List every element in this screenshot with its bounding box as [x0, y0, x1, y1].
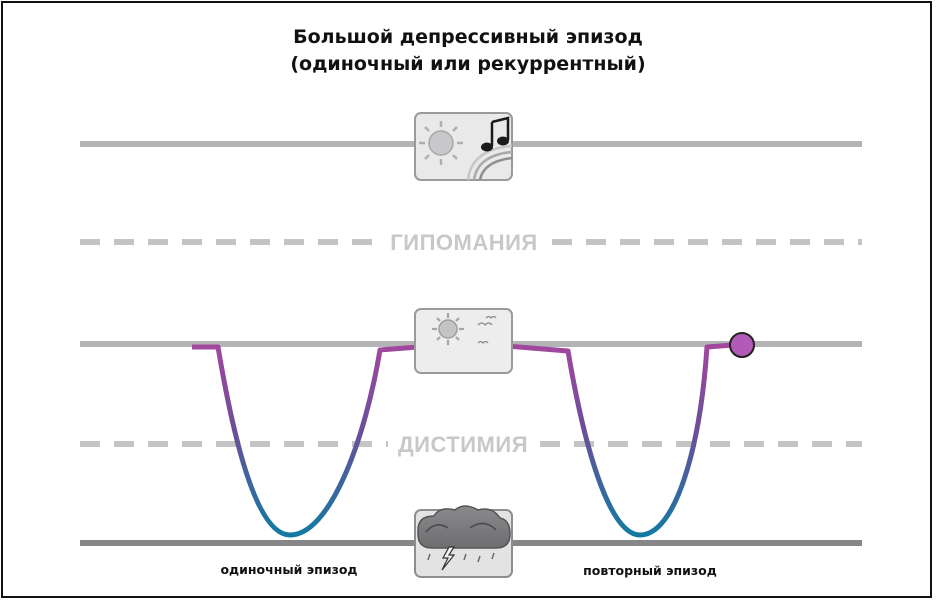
sun-icon: [432, 313, 464, 345]
normal-icon-box: [414, 308, 513, 374]
diagram-subtitle: (одиночный или рекуррентный): [290, 53, 646, 75]
dysthymia-label: ДИСТИМИЯ: [398, 432, 528, 457]
depression-icon-box: [414, 505, 513, 578]
current-mood-marker: [729, 332, 755, 358]
mania-icon-box: [414, 112, 513, 181]
lightning-icon: [441, 546, 456, 571]
single-episode-label: одиночный эпизод: [220, 562, 357, 577]
rainbow-icon: [466, 144, 513, 181]
repeated-episode-label: повторный эпизод: [583, 563, 717, 578]
hypomania-label: ГИПОМАНИЯ: [390, 230, 537, 255]
storm-cloud-icon: [417, 505, 511, 549]
sun-icon: [419, 121, 463, 165]
birds-icon: [477, 315, 497, 345]
diagram-title: Большой депрессивный эпизод: [293, 26, 643, 48]
rain-icon: [427, 552, 495, 563]
music-note-icon: [481, 116, 510, 152]
